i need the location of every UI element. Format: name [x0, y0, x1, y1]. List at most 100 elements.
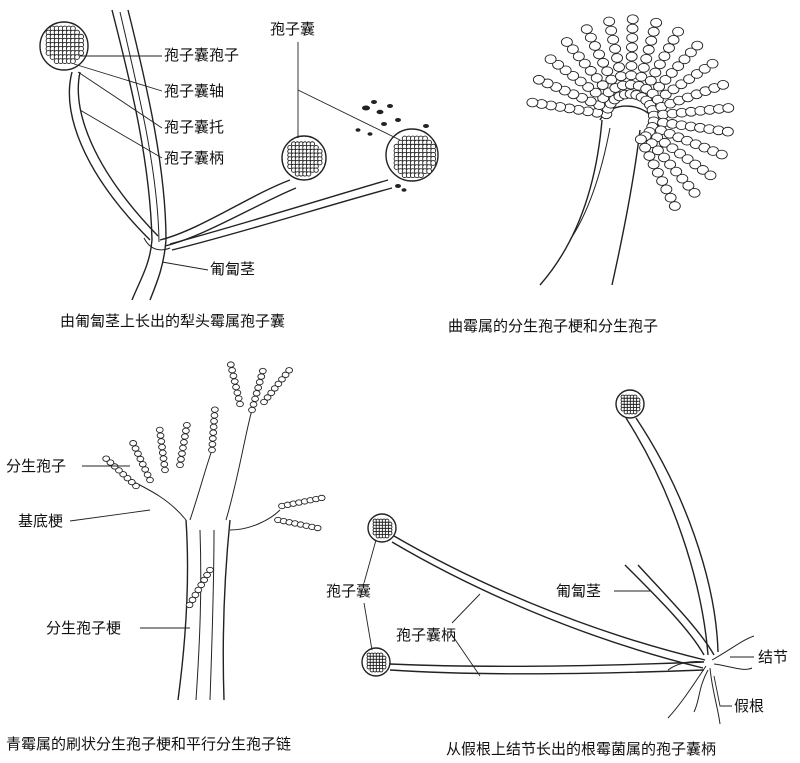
conidium: [607, 34, 620, 45]
spore: [635, 406, 641, 412]
conidium: [255, 378, 264, 386]
conidium: [667, 84, 680, 95]
conidium: [625, 51, 638, 62]
conidium: [156, 432, 165, 439]
caption-rhizopus-node: 从假根上结节长出的根霉菌属的孢子囊柄: [446, 740, 717, 758]
conidium: [176, 461, 184, 469]
conidium: [267, 389, 276, 397]
conidium: [236, 400, 244, 408]
conidium: [634, 134, 647, 145]
conidium: [274, 380, 283, 388]
conidium: [664, 159, 677, 170]
conidium: [625, 70, 638, 81]
conidium: [560, 37, 573, 47]
conidium: [653, 59, 666, 70]
conidium: [210, 418, 218, 425]
conidium: [670, 166, 683, 177]
conidium: [134, 450, 142, 457]
conidium: [678, 54, 691, 65]
sporangium-middle: [281, 135, 327, 181]
conidium: [257, 373, 266, 380]
conidium: [129, 440, 138, 447]
conidium: [639, 142, 652, 153]
conidium: [580, 24, 593, 35]
conidium: [593, 49, 606, 60]
conidium: [208, 441, 217, 448]
conidium: [143, 471, 152, 478]
conidium: [672, 61, 685, 72]
conidium: [603, 16, 616, 27]
conidium: [526, 97, 539, 108]
conidia-brush: [102, 361, 326, 609]
conidium: [635, 71, 648, 82]
conidium: [270, 385, 279, 392]
conidium: [643, 151, 656, 161]
conidium: [181, 433, 189, 440]
conidium: [626, 33, 639, 43]
conidium: [281, 371, 290, 379]
conidium: [651, 145, 664, 156]
conidium: [704, 170, 717, 181]
conidium: [209, 423, 218, 431]
conidium: [626, 42, 638, 53]
conidium: [158, 449, 167, 456]
caption-aspergillus: 曲霉属的分生孢子梗和分生孢子: [448, 317, 659, 335]
conidium: [674, 148, 686, 159]
conidium: [251, 395, 259, 403]
spore: [387, 530, 393, 536]
panel-rhizopus-stolon-drawing: [39, 9, 439, 301]
conidium: [248, 406, 256, 414]
spore: [384, 533, 390, 539]
conidium: [688, 187, 701, 198]
conidium: [626, 23, 639, 34]
conidium: [647, 159, 660, 170]
spore: [74, 54, 80, 60]
conidium: [640, 53, 653, 64]
conidium: [532, 74, 545, 85]
spore: [418, 172, 424, 179]
sporangiospores-middle: [287, 141, 323, 177]
conidium: [136, 455, 145, 463]
conidium: [177, 456, 185, 463]
conidium: [233, 389, 242, 396]
conidium: [645, 35, 658, 46]
conidium: [690, 69, 703, 79]
conidium: [208, 446, 216, 454]
conidium: [254, 384, 263, 391]
conidium: [649, 67, 662, 78]
conidium: [278, 376, 286, 383]
conidium: [180, 439, 188, 446]
conidium: [611, 53, 623, 63]
conidium: [689, 159, 702, 170]
conidium: [228, 367, 236, 374]
conidium: [667, 35, 680, 45]
label-apophysis: 孢子囊托: [164, 118, 225, 136]
conidium: [706, 58, 719, 69]
conidium: [567, 71, 580, 81]
conidium: [683, 74, 696, 84]
label-sporangium: 孢子囊: [270, 20, 316, 38]
conidium: [263, 394, 272, 401]
conidium: [574, 76, 587, 87]
conidium: [691, 40, 704, 51]
conidium: [605, 25, 618, 36]
caption-rhizopus-stolon: 由匍匐茎上长出的犁头霉属孢子囊: [60, 312, 286, 330]
conidium: [696, 165, 709, 175]
conidium: [131, 445, 140, 452]
conidium: [698, 63, 711, 74]
conidium: [717, 80, 730, 90]
conidium: [609, 43, 622, 54]
conidium: [317, 494, 326, 502]
conidium: [584, 65, 597, 76]
conidium: [146, 476, 154, 484]
conidium: [658, 152, 670, 163]
sporangiospores-node: [366, 394, 641, 673]
conidium: [596, 80, 609, 90]
conidium: [660, 184, 673, 195]
conidium: [230, 378, 239, 385]
panel-rhizopus-node-drawing: [361, 389, 755, 725]
sporangiospores-right: [393, 135, 437, 179]
spore: [381, 664, 387, 670]
conidium: [601, 66, 614, 77]
conidium: [589, 87, 602, 98]
